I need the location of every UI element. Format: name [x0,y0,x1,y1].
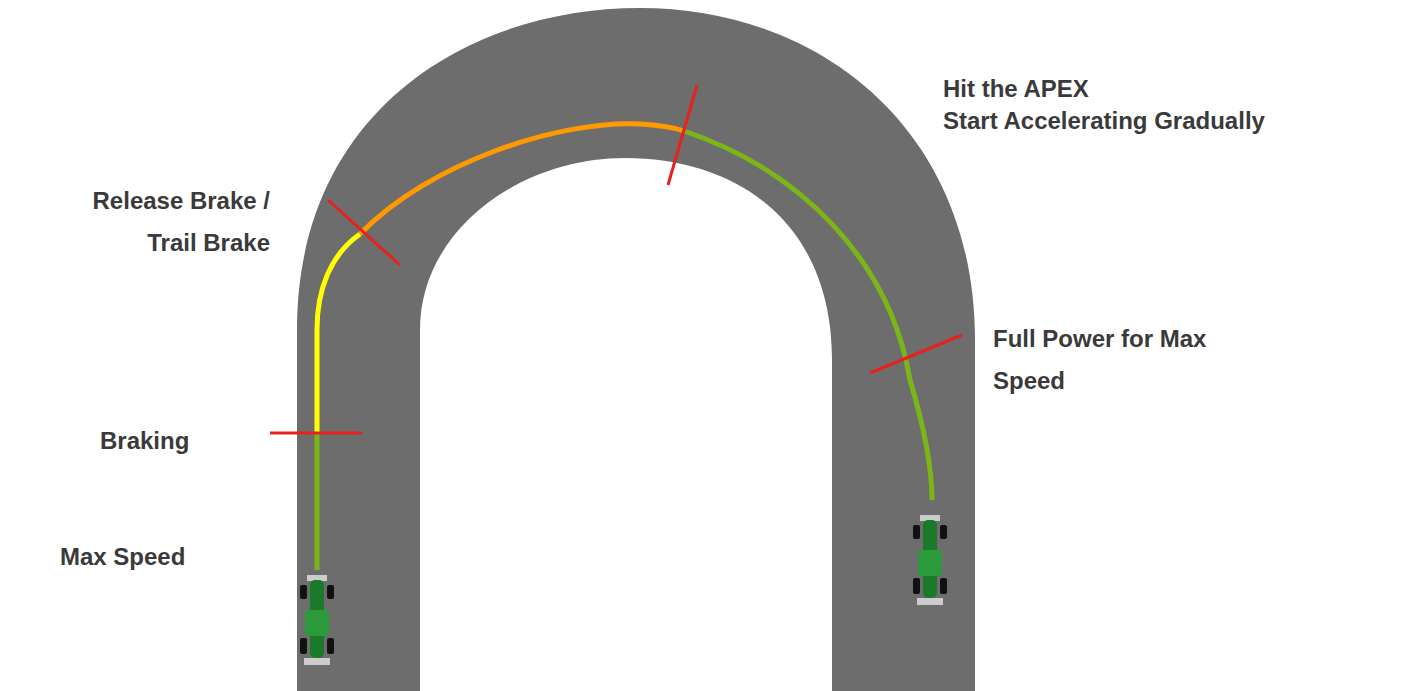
racing-line [315,433,320,570]
racing-line [317,234,360,433]
race-car [913,515,947,605]
step-label: Max Speed [60,536,260,578]
step-label: Release Brake / Trail Brake [60,180,270,264]
step-label: Hit the APEX [943,68,1363,110]
step-label: Start Accelerating Gradually [943,100,1403,142]
racing-line [360,124,684,234]
race-car [300,575,334,665]
step-label: Full Power for Max Speed [993,318,1243,402]
track [297,8,975,691]
section-markers [270,85,962,433]
step-label: Braking [100,420,260,462]
racing-line [684,131,932,500]
